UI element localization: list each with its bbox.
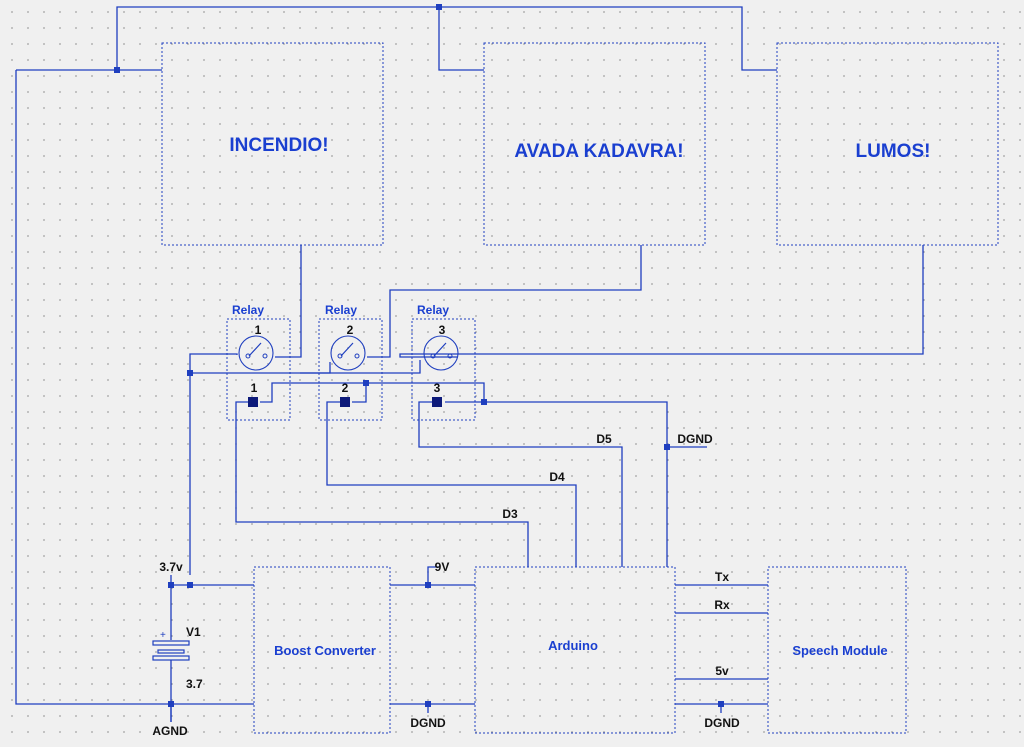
relay-1-switch-symbol xyxy=(238,335,274,371)
relay-1-pin-number: 1 xyxy=(251,381,258,395)
wire-dgnd-relays xyxy=(445,401,668,567)
wire-incendio-relay1 xyxy=(275,245,302,358)
net-label-dgnd-relay: DGND xyxy=(677,432,713,446)
wire-d4 xyxy=(326,401,577,567)
load-lumos-label: LUMOS! xyxy=(856,141,931,162)
junction-dots xyxy=(114,4,724,707)
relay-3-switch-number: 3 xyxy=(439,323,446,337)
load-avada-label: AVADA KADAVRA! xyxy=(514,141,683,162)
net-label-d3: D3 xyxy=(502,507,518,521)
wire-37v-relay3 xyxy=(300,360,421,374)
net-label-dgnd-boost: DGND xyxy=(410,716,446,730)
arduino-label: Arduino xyxy=(548,638,598,653)
net-label-dgnd-speech: DGND xyxy=(704,716,740,730)
net-label-d4: D4 xyxy=(549,470,565,484)
wire-relay2-coil xyxy=(352,383,367,403)
relay-2-switch-symbol xyxy=(330,335,366,371)
net-label-9v: 9V xyxy=(435,560,450,574)
relay-1-coil-pin[interactable] xyxy=(248,397,258,407)
wire-d5 xyxy=(418,401,623,567)
load-incendio-box[interactable] xyxy=(161,42,384,246)
relay-1-title: Relay xyxy=(232,303,264,317)
relay-3-pin-number: 3 xyxy=(434,381,441,395)
relay-3-box[interactable] xyxy=(411,318,476,421)
relay-1-switch-number: 1 xyxy=(255,323,262,337)
speech-module-label: Speech Module xyxy=(792,643,887,658)
relay-1-box[interactable] xyxy=(226,318,291,421)
boost-converter-box[interactable] xyxy=(253,566,391,734)
net-label-agnd: AGND xyxy=(152,724,188,738)
wire-37v-relay2 xyxy=(190,362,331,374)
wire-avada-relay2 xyxy=(367,245,642,358)
battery-value: 3.7 xyxy=(186,677,203,691)
wire-37v-common xyxy=(189,353,238,575)
relay-3-coil-pin[interactable] xyxy=(432,397,442,407)
boost-converter-label: Boost Converter xyxy=(274,643,376,658)
net-label-tx: Tx xyxy=(715,570,729,584)
load-lumos-box[interactable] xyxy=(776,42,999,246)
wire-lumos-relay3 xyxy=(399,245,924,358)
battery-symbol[interactable] xyxy=(152,640,190,661)
relay-2-title: Relay xyxy=(325,303,357,317)
speech-module-box[interactable] xyxy=(767,566,907,734)
relay-2-box[interactable] xyxy=(318,318,383,421)
agnd-wire xyxy=(15,70,254,705)
relay-2-pin-number: 2 xyxy=(342,381,349,395)
arduino-box[interactable] xyxy=(474,566,676,734)
net-label-rx: Rx xyxy=(714,598,730,612)
load-incendio-label: INCENDIO! xyxy=(229,135,328,156)
net-label-d5: D5 xyxy=(596,432,612,446)
relay-2-coil-pin[interactable] xyxy=(340,397,350,407)
wire-9v-label-stub xyxy=(427,566,440,585)
wire-d3 xyxy=(235,401,529,567)
battery-plus-sign: + xyxy=(160,630,166,641)
relay-3-title: Relay xyxy=(417,303,449,317)
net-label-5v: 5v xyxy=(715,664,729,678)
top-power-bus xyxy=(16,6,777,71)
relay-3-switch-symbol xyxy=(423,335,459,371)
battery-name: V1 xyxy=(186,625,201,639)
load-avada-box[interactable] xyxy=(483,42,706,246)
wire-relay-coil-bus xyxy=(260,382,485,403)
net-label-3-7v: 3.7v xyxy=(159,560,183,574)
relay-2-switch-number: 2 xyxy=(347,323,354,337)
